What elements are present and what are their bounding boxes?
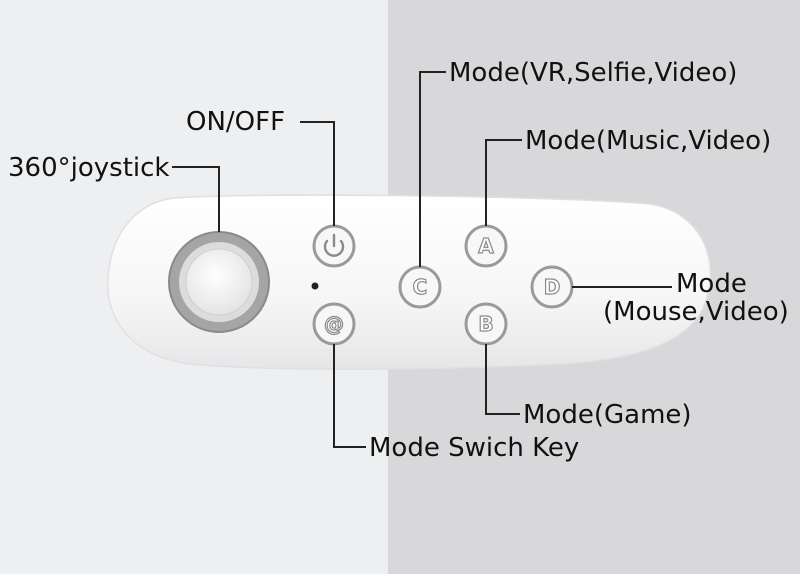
mode-b-leader-line (485, 344, 520, 415)
mode-switch-button[interactable]: @ (312, 302, 356, 346)
mode-c-label: Mode(VR,Selfie,Video) (449, 58, 737, 88)
mode-switch-button-label: @ (324, 312, 344, 336)
mode-switch-label: Mode Swich Key (369, 433, 579, 463)
status-led (311, 282, 319, 290)
power-label: ON/OFF (186, 107, 285, 137)
button-c[interactable]: C (398, 265, 442, 309)
mode-a-label: Mode(Music,Video) (525, 126, 771, 156)
power-icon (323, 233, 345, 257)
button-a-label: A (478, 234, 494, 258)
mode-switch-leader-line (333, 344, 366, 448)
power-button[interactable] (312, 224, 356, 268)
mode-d-label-line1: Mode (676, 269, 747, 299)
button-b[interactable]: B (464, 302, 508, 346)
button-c-label: C (413, 275, 428, 299)
mode-d-label-line2: (Mouse,Video) (603, 297, 789, 327)
mode-c-leader-line (419, 71, 446, 267)
power-leader-line (300, 121, 335, 226)
joystick-label: 360°joystick (8, 153, 169, 183)
joystick[interactable] (168, 231, 270, 333)
button-d-label: D (544, 275, 561, 299)
mode-a-leader-line (485, 139, 522, 226)
joystick-leader-line (172, 166, 220, 232)
button-d[interactable]: D (530, 265, 574, 309)
mode-b-label: Mode(Game) (523, 400, 692, 430)
button-b-label: B (478, 312, 493, 336)
button-a[interactable]: A (464, 224, 508, 268)
